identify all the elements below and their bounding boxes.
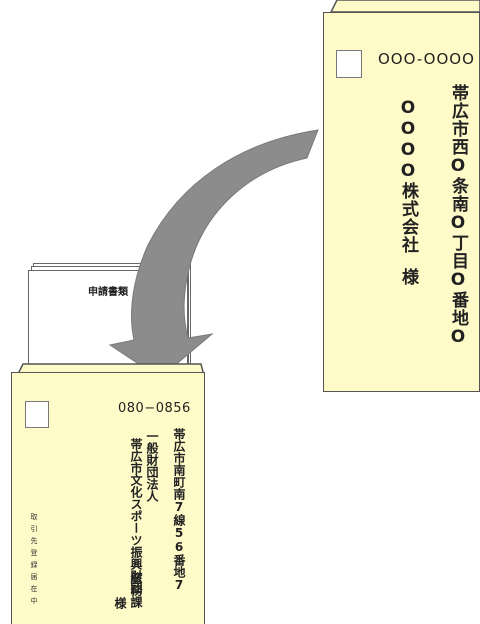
recipient-address: 帯広市南町南7線56番地7 bbox=[172, 428, 186, 592]
recipient-company: OOOO株式会社 bbox=[398, 98, 418, 254]
enclosure-note: 取引先登録届在中 bbox=[30, 513, 38, 609]
recipient-org-name: 帯広市文化スポーツ振興財団 bbox=[129, 438, 143, 594]
postal-code: OOO-OOOO bbox=[378, 50, 475, 68]
recipient-address: 帯広市西O条南O丁目O番地O bbox=[448, 84, 468, 348]
stamp-box bbox=[336, 50, 362, 78]
recipient-department: 総務課 bbox=[129, 572, 143, 608]
stamp-box bbox=[25, 401, 49, 428]
honorific: 様 bbox=[398, 268, 418, 285]
document-label: 申請書類 bbox=[88, 287, 128, 298]
envelope-flap-right bbox=[329, 0, 480, 13]
honorific: 様 bbox=[113, 597, 127, 609]
recipient-org-type: 一般財団法人 bbox=[145, 430, 159, 502]
postal-code: 080−0856 bbox=[118, 401, 191, 416]
